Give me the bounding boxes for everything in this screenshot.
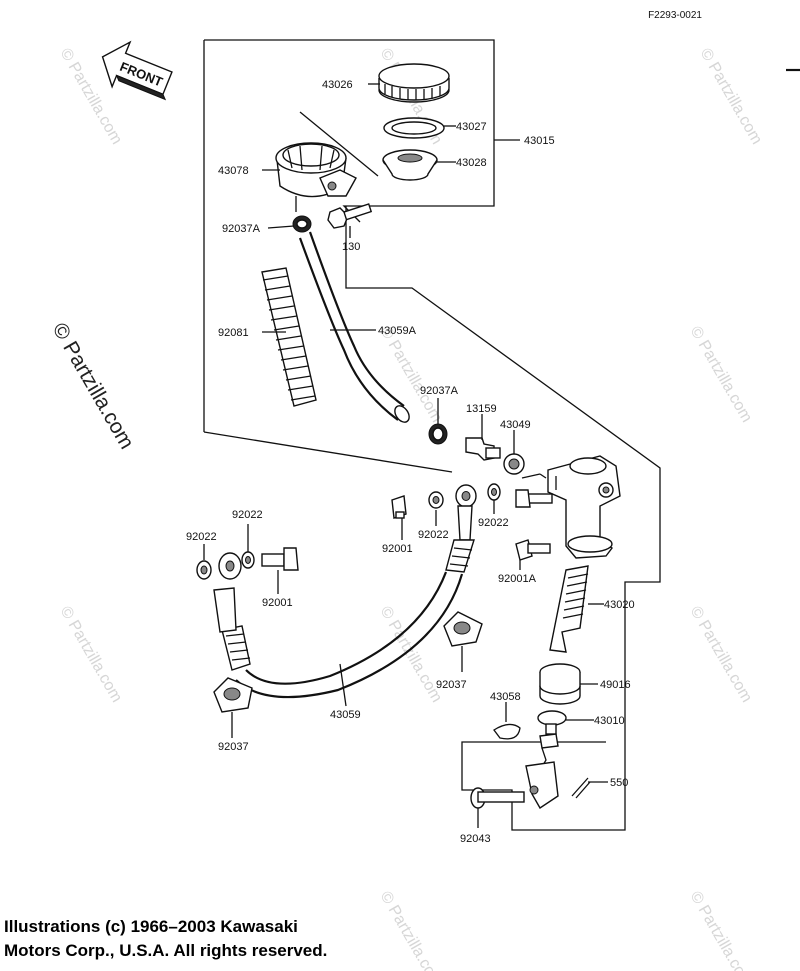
washer-right-1 bbox=[428, 491, 444, 509]
push-rod bbox=[525, 710, 567, 809]
watermark-10: © Partzilla.com bbox=[687, 889, 756, 971]
master-cylinder bbox=[521, 455, 621, 559]
copyright-notice: Illustrations (c) 1966–2003 Kawasaki Mot… bbox=[4, 915, 504, 963]
bolt-130 bbox=[327, 203, 373, 229]
boundary-lines bbox=[203, 39, 661, 831]
banjo-bolt-right bbox=[391, 495, 407, 519]
dust-boot bbox=[549, 565, 589, 653]
callout-550: 550 bbox=[610, 777, 628, 789]
callout-92001-left: 92001 bbox=[262, 597, 293, 609]
callout-43058: 43058 bbox=[490, 691, 521, 703]
callout-43027: 43027 bbox=[456, 121, 487, 133]
callout-labels: 43026 43027 43015 43028 43078 92037A 130… bbox=[186, 79, 635, 845]
callout-92037-mid: 92037 bbox=[436, 679, 467, 691]
brake-hose bbox=[213, 539, 475, 699]
callout-92022-right: 92022 bbox=[418, 529, 449, 541]
callout-92001a: 92001A bbox=[498, 573, 537, 585]
grommet-mid bbox=[443, 611, 483, 647]
callout-43015: 43015 bbox=[524, 135, 555, 147]
reservoir bbox=[275, 142, 357, 212]
banjo-fitting-right bbox=[455, 484, 477, 541]
spring-guard bbox=[261, 267, 317, 407]
watermark-7: © Partzilla.com bbox=[377, 604, 446, 706]
callout-92081: 92081 bbox=[218, 327, 249, 339]
diaphragm bbox=[382, 149, 438, 181]
callout-130: 130 bbox=[342, 241, 360, 253]
grommet-43049 bbox=[503, 453, 525, 475]
washer-body bbox=[487, 483, 501, 501]
diaphragm-plate bbox=[383, 117, 445, 139]
callout-92037a-top: 92037A bbox=[222, 223, 261, 235]
washer-left-inner bbox=[241, 551, 255, 569]
copyright-line-1: Illustrations (c) 1966–2003 Kawasaki bbox=[4, 917, 298, 936]
watermark-6: © Partzilla.com bbox=[57, 604, 126, 706]
callout-92043: 92043 bbox=[460, 833, 491, 845]
clevis-pin bbox=[470, 787, 525, 809]
watermark-8: © Partzilla.com bbox=[687, 604, 756, 706]
front-arrow: FRONT bbox=[101, 40, 173, 101]
banjo-bolt-left bbox=[261, 547, 299, 571]
grommet-left bbox=[213, 677, 253, 713]
callout-92037a-mid: 92037A bbox=[420, 385, 459, 397]
watermark-5: © Partzilla.com bbox=[687, 324, 756, 426]
bolt-92001a bbox=[515, 539, 551, 561]
hose-fitting bbox=[465, 437, 501, 461]
banjo-fitting-left bbox=[218, 552, 242, 580]
callout-49016: 49016 bbox=[600, 679, 631, 691]
callout-92037-left: 92037 bbox=[218, 741, 249, 753]
reservoir-cap bbox=[378, 63, 450, 103]
callout-92022-body: 92022 bbox=[478, 517, 509, 529]
callout-43059: 43059 bbox=[330, 709, 361, 721]
hose-clamp-mid bbox=[428, 423, 448, 445]
cotter-pin bbox=[571, 777, 591, 799]
leader-lines bbox=[203, 83, 608, 828]
callout-43026: 43026 bbox=[322, 79, 353, 91]
hose-clamp-top bbox=[292, 215, 312, 233]
callout-43059a: 43059A bbox=[378, 325, 417, 337]
callout-13159: 13159 bbox=[466, 403, 497, 415]
callout-43020: 43020 bbox=[604, 599, 635, 611]
watermarks: © Partzilla.com © Partzilla.com © Partzi… bbox=[48, 46, 765, 971]
figure-id: F2293-0021 bbox=[648, 10, 702, 21]
copyright-line-2: Motors Corp., U.S.A. All rights reserved… bbox=[4, 941, 328, 960]
callout-43078: 43078 bbox=[218, 165, 249, 177]
callout-43028: 43028 bbox=[456, 157, 487, 169]
cap-ring bbox=[539, 663, 581, 705]
reservoir-hose bbox=[298, 231, 410, 423]
callout-43049: 43049 bbox=[500, 419, 531, 431]
washer-left-outer bbox=[196, 560, 212, 580]
callout-92022-left-inner: 92022 bbox=[232, 509, 263, 521]
watermark-3: © Partzilla.com bbox=[697, 46, 766, 148]
watermark-main: © Partzilla.com bbox=[48, 319, 139, 453]
callout-43010: 43010 bbox=[594, 715, 625, 727]
callout-92001-right: 92001 bbox=[382, 543, 413, 555]
bolt-body-upper bbox=[515, 489, 553, 508]
clip-43058 bbox=[493, 723, 521, 740]
callout-92022-left-outer: 92022 bbox=[186, 531, 217, 543]
